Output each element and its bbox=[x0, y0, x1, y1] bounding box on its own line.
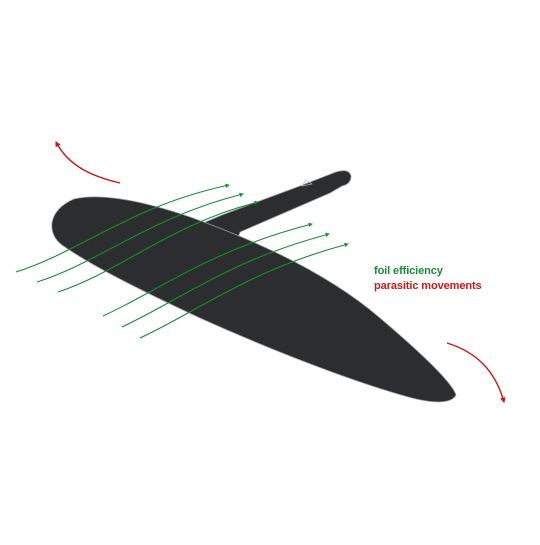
legend: foil efficiency parasitic movements bbox=[374, 264, 482, 294]
front-wing bbox=[51, 196, 457, 403]
fuselage bbox=[195, 170, 352, 244]
flow-line bbox=[36, 192, 244, 283]
legend-parasitic-movements: parasitic movements bbox=[374, 280, 482, 292]
parasitic-arrow-right bbox=[446, 342, 506, 404]
flow-line bbox=[15, 183, 230, 273]
parasitic-arrows bbox=[55, 141, 506, 404]
legend-foil-efficiency: foil efficiency bbox=[374, 265, 443, 277]
flow-line bbox=[121, 232, 330, 328]
parasitic-arrow-left bbox=[55, 141, 121, 184]
flow-line bbox=[139, 242, 349, 339]
flow-line bbox=[102, 222, 313, 317]
efficiency-flow-lines bbox=[15, 183, 349, 339]
flow-line bbox=[57, 200, 259, 293]
fuselage-mark-icon bbox=[301, 179, 313, 187]
